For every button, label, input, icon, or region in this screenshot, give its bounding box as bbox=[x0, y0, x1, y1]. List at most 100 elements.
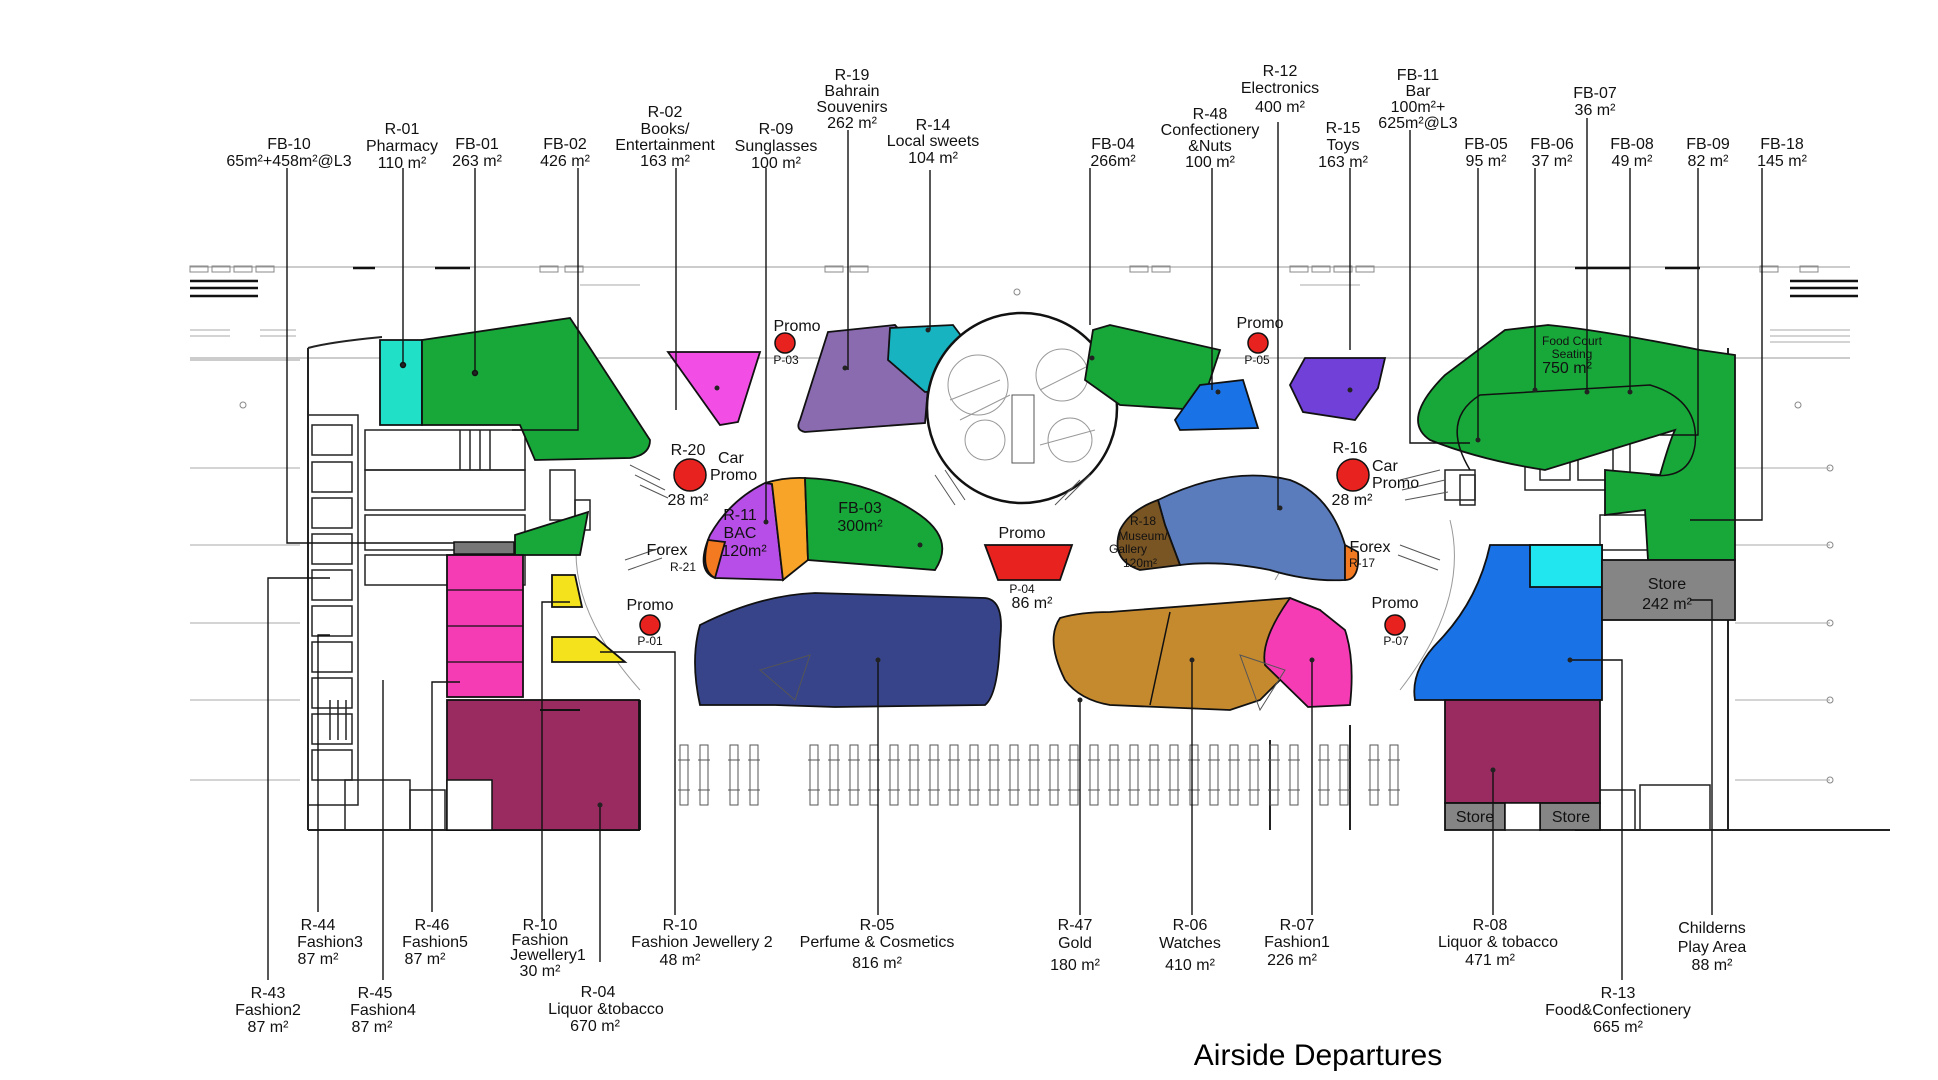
promo-p07-label-1: Promo bbox=[1371, 595, 1418, 612]
r04-liquor-tobacco-unit[interactable] bbox=[446, 699, 640, 831]
r02-label-4: 163 m² bbox=[640, 153, 690, 170]
food-court-label-1: Food Court bbox=[1542, 334, 1603, 348]
r09-label-1: R-09 bbox=[759, 121, 794, 138]
r05-label-2: Perfume & Cosmetics bbox=[800, 934, 955, 951]
r05-perfume-cosmetics-unit[interactable] bbox=[694, 592, 1002, 708]
r18-label-4: 120m² bbox=[1123, 556, 1157, 570]
yellow-unit-1[interactable] bbox=[551, 574, 584, 608]
p03-promo-circle[interactable] bbox=[774, 332, 796, 354]
fb03-unit[interactable] bbox=[804, 477, 944, 571]
r20-label-4: 28 m² bbox=[668, 492, 710, 509]
unit-marker-dots bbox=[597, 327, 1633, 808]
r08-label-1: R-08 bbox=[1473, 917, 1508, 934]
forex-left-unit[interactable] bbox=[704, 539, 727, 580]
r14-label-1: R-14 bbox=[916, 117, 951, 134]
food-court-label-2: Seating bbox=[1552, 347, 1593, 361]
fb04-label-1: FB-04 bbox=[1091, 136, 1135, 153]
r48-label-3: &Nuts bbox=[1188, 138, 1232, 155]
store-242-label-2: 242 m² bbox=[1642, 596, 1692, 613]
fb11-label-4: 625m²@L3 bbox=[1378, 115, 1457, 132]
r01-pharmacy-unit[interactable] bbox=[379, 339, 423, 426]
forex-left-label-1: Forex bbox=[647, 542, 688, 559]
r48-label-1: R-48 bbox=[1193, 106, 1228, 123]
r48-confectionery-unit[interactable] bbox=[1173, 379, 1260, 431]
r20-label-3: Promo bbox=[710, 467, 757, 484]
r10a-label-4: 30 m² bbox=[520, 963, 562, 980]
fb11-label-2: Bar bbox=[1406, 83, 1432, 100]
r18-label-1: R-18 bbox=[1130, 514, 1156, 528]
r16-label-3: Promo bbox=[1372, 475, 1419, 492]
r48-label-2: Confectionery bbox=[1161, 122, 1260, 139]
r48-label-4: 100 m² bbox=[1185, 154, 1235, 171]
r19-label-4: 262 m² bbox=[827, 115, 877, 132]
store-242-unit[interactable] bbox=[1601, 559, 1736, 621]
p05-promo-circle[interactable] bbox=[1247, 332, 1269, 354]
r47-label-1: R-47 bbox=[1058, 917, 1093, 934]
r12-label-3: 400 m² bbox=[1255, 99, 1305, 116]
r01-label-2: Pharmacy bbox=[366, 138, 438, 155]
forex-right-label-1: Forex bbox=[1350, 539, 1391, 556]
r19-label-2: Bahrain bbox=[824, 83, 879, 100]
r10a-label-1: R-10 bbox=[523, 917, 558, 934]
r09-label-2: Sunglasses bbox=[735, 138, 818, 155]
fb-green-annex[interactable] bbox=[514, 510, 590, 556]
fb06-label-1: FB-06 bbox=[1530, 136, 1574, 153]
r18-label-2: Museum/ bbox=[1118, 529, 1168, 543]
r47-label-2: Gold bbox=[1058, 935, 1092, 952]
r12-electronics-unit[interactable] bbox=[1156, 474, 1346, 582]
r15-toys-unit[interactable] bbox=[1288, 357, 1387, 421]
r15-label-2: Toys bbox=[1327, 137, 1360, 154]
promo-p03-label-2: P-03 bbox=[773, 353, 799, 367]
promo-p03-label-1: Promo bbox=[773, 318, 820, 335]
yellow-unit-2[interactable] bbox=[551, 636, 628, 663]
p07-promo-circle[interactable] bbox=[1384, 614, 1406, 636]
store-242-label-1: Store bbox=[1648, 576, 1686, 593]
p04-promo-unit[interactable] bbox=[983, 544, 1074, 581]
atrium-planting bbox=[947, 348, 1096, 464]
r45-label-1: R-45 bbox=[358, 985, 393, 1002]
r15-label-3: 163 m² bbox=[1318, 154, 1368, 171]
r46-label-2: Fashion5 bbox=[402, 934, 468, 951]
food-court-seating-ring bbox=[1456, 384, 1697, 477]
fb02-label-2: 426 m² bbox=[540, 153, 590, 170]
r02-label-1: R-02 bbox=[648, 104, 683, 121]
r02-books-unit[interactable] bbox=[666, 351, 762, 426]
r08-label-2: Liquor & tobacco bbox=[1438, 934, 1558, 951]
r47-r06-gold-watches-unit[interactable] bbox=[1052, 597, 1322, 711]
r08-liquor-tobacco-unit[interactable] bbox=[1444, 699, 1601, 804]
r46-label-1: R-46 bbox=[415, 917, 450, 934]
forex-right-unit[interactable] bbox=[1344, 543, 1360, 581]
r13-label-1: R-13 bbox=[1601, 985, 1636, 1002]
gate-seating-rows bbox=[624, 464, 1449, 806]
r04-label-1: R-04 bbox=[581, 984, 616, 1001]
childrens-label-1: Childerns bbox=[1678, 920, 1746, 937]
r09-sunglasses-unit[interactable] bbox=[764, 476, 809, 582]
promo-p05-label-1: Promo bbox=[1236, 315, 1283, 332]
r05-label-1: R-05 bbox=[860, 917, 895, 934]
fb06-label-2: 37 m² bbox=[1532, 153, 1574, 170]
r07-fashion1-unit[interactable] bbox=[1263, 596, 1353, 708]
p01-promo-circle[interactable] bbox=[639, 614, 661, 636]
fb10-label-1: FB-10 bbox=[267, 136, 311, 153]
store-b-unit[interactable] bbox=[1539, 802, 1601, 831]
childrens-label-2: Play Area bbox=[1678, 939, 1747, 956]
r16-label-2: Car bbox=[1372, 458, 1398, 475]
r43-label-1: R-43 bbox=[251, 985, 286, 1002]
promo-p01-label-1: Promo bbox=[626, 597, 673, 614]
fb08-label-2: 49 m² bbox=[1612, 153, 1654, 170]
inline-labels: R-20 Car Promo 28 m² R-16 Car Promo 28 m… bbox=[626, 315, 1692, 826]
r10b-label-1: R-10 bbox=[663, 917, 698, 934]
r16-car-promo-circle[interactable] bbox=[1336, 458, 1370, 492]
fb01-label-1: FB-01 bbox=[455, 136, 499, 153]
fb03-label-2: 300m² bbox=[837, 518, 883, 535]
r46-label-3: 87 m² bbox=[405, 951, 447, 968]
cyan-unit[interactable] bbox=[1529, 544, 1603, 588]
r20-label-2: Car bbox=[718, 450, 744, 467]
fb01-fb02-unit[interactable] bbox=[421, 317, 651, 461]
r20-car-promo-circle[interactable] bbox=[673, 458, 707, 492]
r18-museum-unit[interactable] bbox=[1116, 498, 1182, 571]
r05-label-3: 816 m² bbox=[852, 955, 902, 972]
store-b-label: Store bbox=[1552, 809, 1590, 826]
r14-label-3: 104 m² bbox=[908, 150, 958, 167]
